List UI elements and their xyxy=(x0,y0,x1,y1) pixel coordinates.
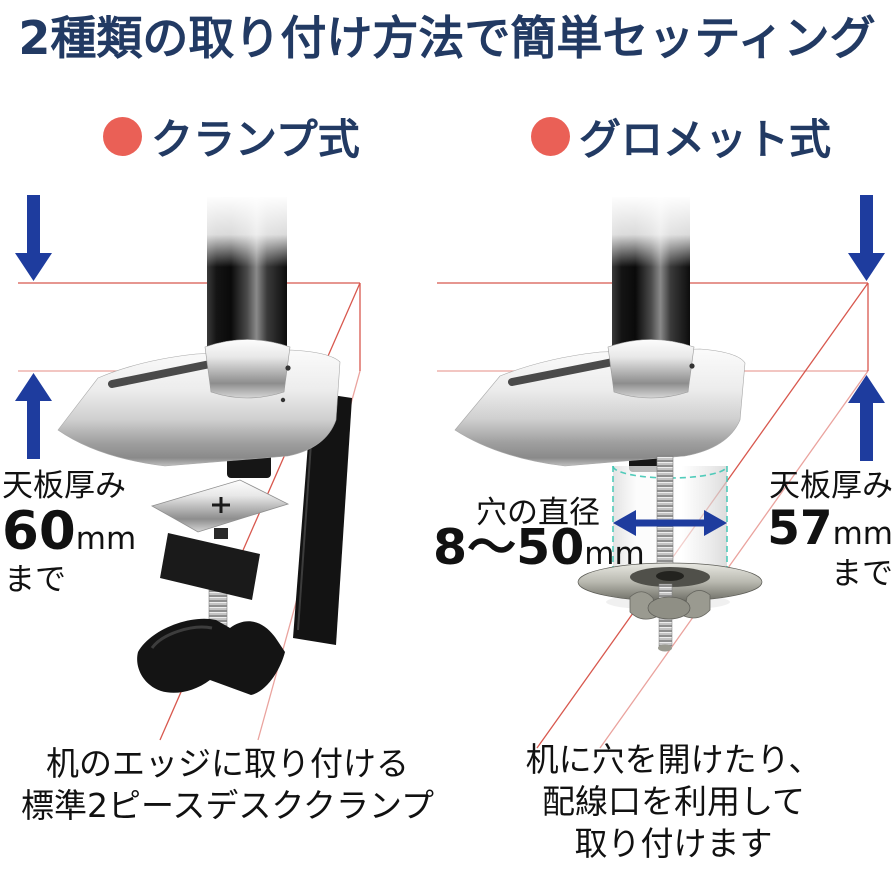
caption-line: 取り付けます xyxy=(574,824,773,863)
pole-collar xyxy=(204,339,291,399)
clamp-thickness-annotation: 天板厚み 60mm まで xyxy=(2,468,136,598)
thickness-label: 天板厚み xyxy=(769,468,893,504)
clamp-arm xyxy=(160,533,260,600)
up-arrow-icon xyxy=(15,373,52,459)
clamp-caption: 机のエッジに取り付ける 標準2ピースデスククランプ xyxy=(5,743,450,827)
down-arrow-icon xyxy=(848,195,885,281)
grommet-mount-photo xyxy=(454,195,763,652)
caption-line: 標準2ピースデスククランプ xyxy=(20,786,435,825)
knob-highlight xyxy=(150,625,213,649)
thickness-suffix: まで xyxy=(831,555,893,592)
page-title: 2種類の取り付け方法で簡単セッティング xyxy=(18,11,876,65)
down-arrow-icon xyxy=(15,195,52,281)
thickness-value: 60 xyxy=(2,500,76,562)
base-rubber-stripe xyxy=(108,358,224,388)
up-arrow-icon xyxy=(848,375,885,461)
rod-tip xyxy=(658,644,672,652)
pole-collar xyxy=(607,339,695,399)
arm-pole-fade xyxy=(205,195,289,267)
clamp-mount-photo xyxy=(57,195,352,695)
pad-screw-cross xyxy=(212,497,230,513)
thickness-suffix: まで xyxy=(4,561,66,598)
clamp-knob xyxy=(137,618,285,695)
caption-line: 机に穴を開けたり、 xyxy=(525,740,822,779)
horizontal-double-arrow-icon xyxy=(613,510,727,536)
hole-diameter-value-row: 8〜50mm xyxy=(433,523,645,572)
grommet-caption: 机に穴を開けたり、 配線口を利用して 取り付けます xyxy=(455,739,892,865)
base-rubber-stripe xyxy=(508,357,622,386)
collar-screw-dot xyxy=(280,397,286,403)
red-bullet-icon xyxy=(103,117,142,156)
hole-diameter-label: 穴の直径 xyxy=(476,495,600,531)
dimension-arrows xyxy=(15,195,885,536)
wing-nut xyxy=(629,590,711,620)
red-bullet-icon xyxy=(531,117,570,156)
collar-screw-dot xyxy=(285,365,291,371)
grommet-heading-label: グロメット式 xyxy=(579,115,832,164)
clamp-heading-label: クランプ式 xyxy=(151,115,360,164)
clamp-bracket-plate xyxy=(293,392,352,645)
thickness-value-row: 57mm xyxy=(753,505,893,552)
washer-hole xyxy=(656,571,684,581)
hole-diameter-value: 8〜50 xyxy=(433,519,585,576)
caption-line: 机のエッジに取り付ける xyxy=(46,744,409,783)
pad-bolt xyxy=(214,528,228,539)
grommet-heading: グロメット式 xyxy=(531,106,831,167)
thickness-unit: mm xyxy=(832,515,893,552)
arm-pole-fade xyxy=(610,195,692,267)
hole-diameter-unit: mm xyxy=(584,536,645,572)
thickness-value-row: 60mm xyxy=(2,505,136,558)
thickness-label: 天板厚み xyxy=(2,468,126,504)
caption-line: 配線口を利用して xyxy=(541,782,805,821)
thickness-value: 57 xyxy=(767,500,833,556)
clamp-heading: クランプ式 xyxy=(103,106,360,167)
thickness-unit: mm xyxy=(75,520,137,557)
grommet-thickness-annotation: 天板厚み 57mm まで xyxy=(753,468,893,592)
collar-screw-dot xyxy=(689,363,695,369)
